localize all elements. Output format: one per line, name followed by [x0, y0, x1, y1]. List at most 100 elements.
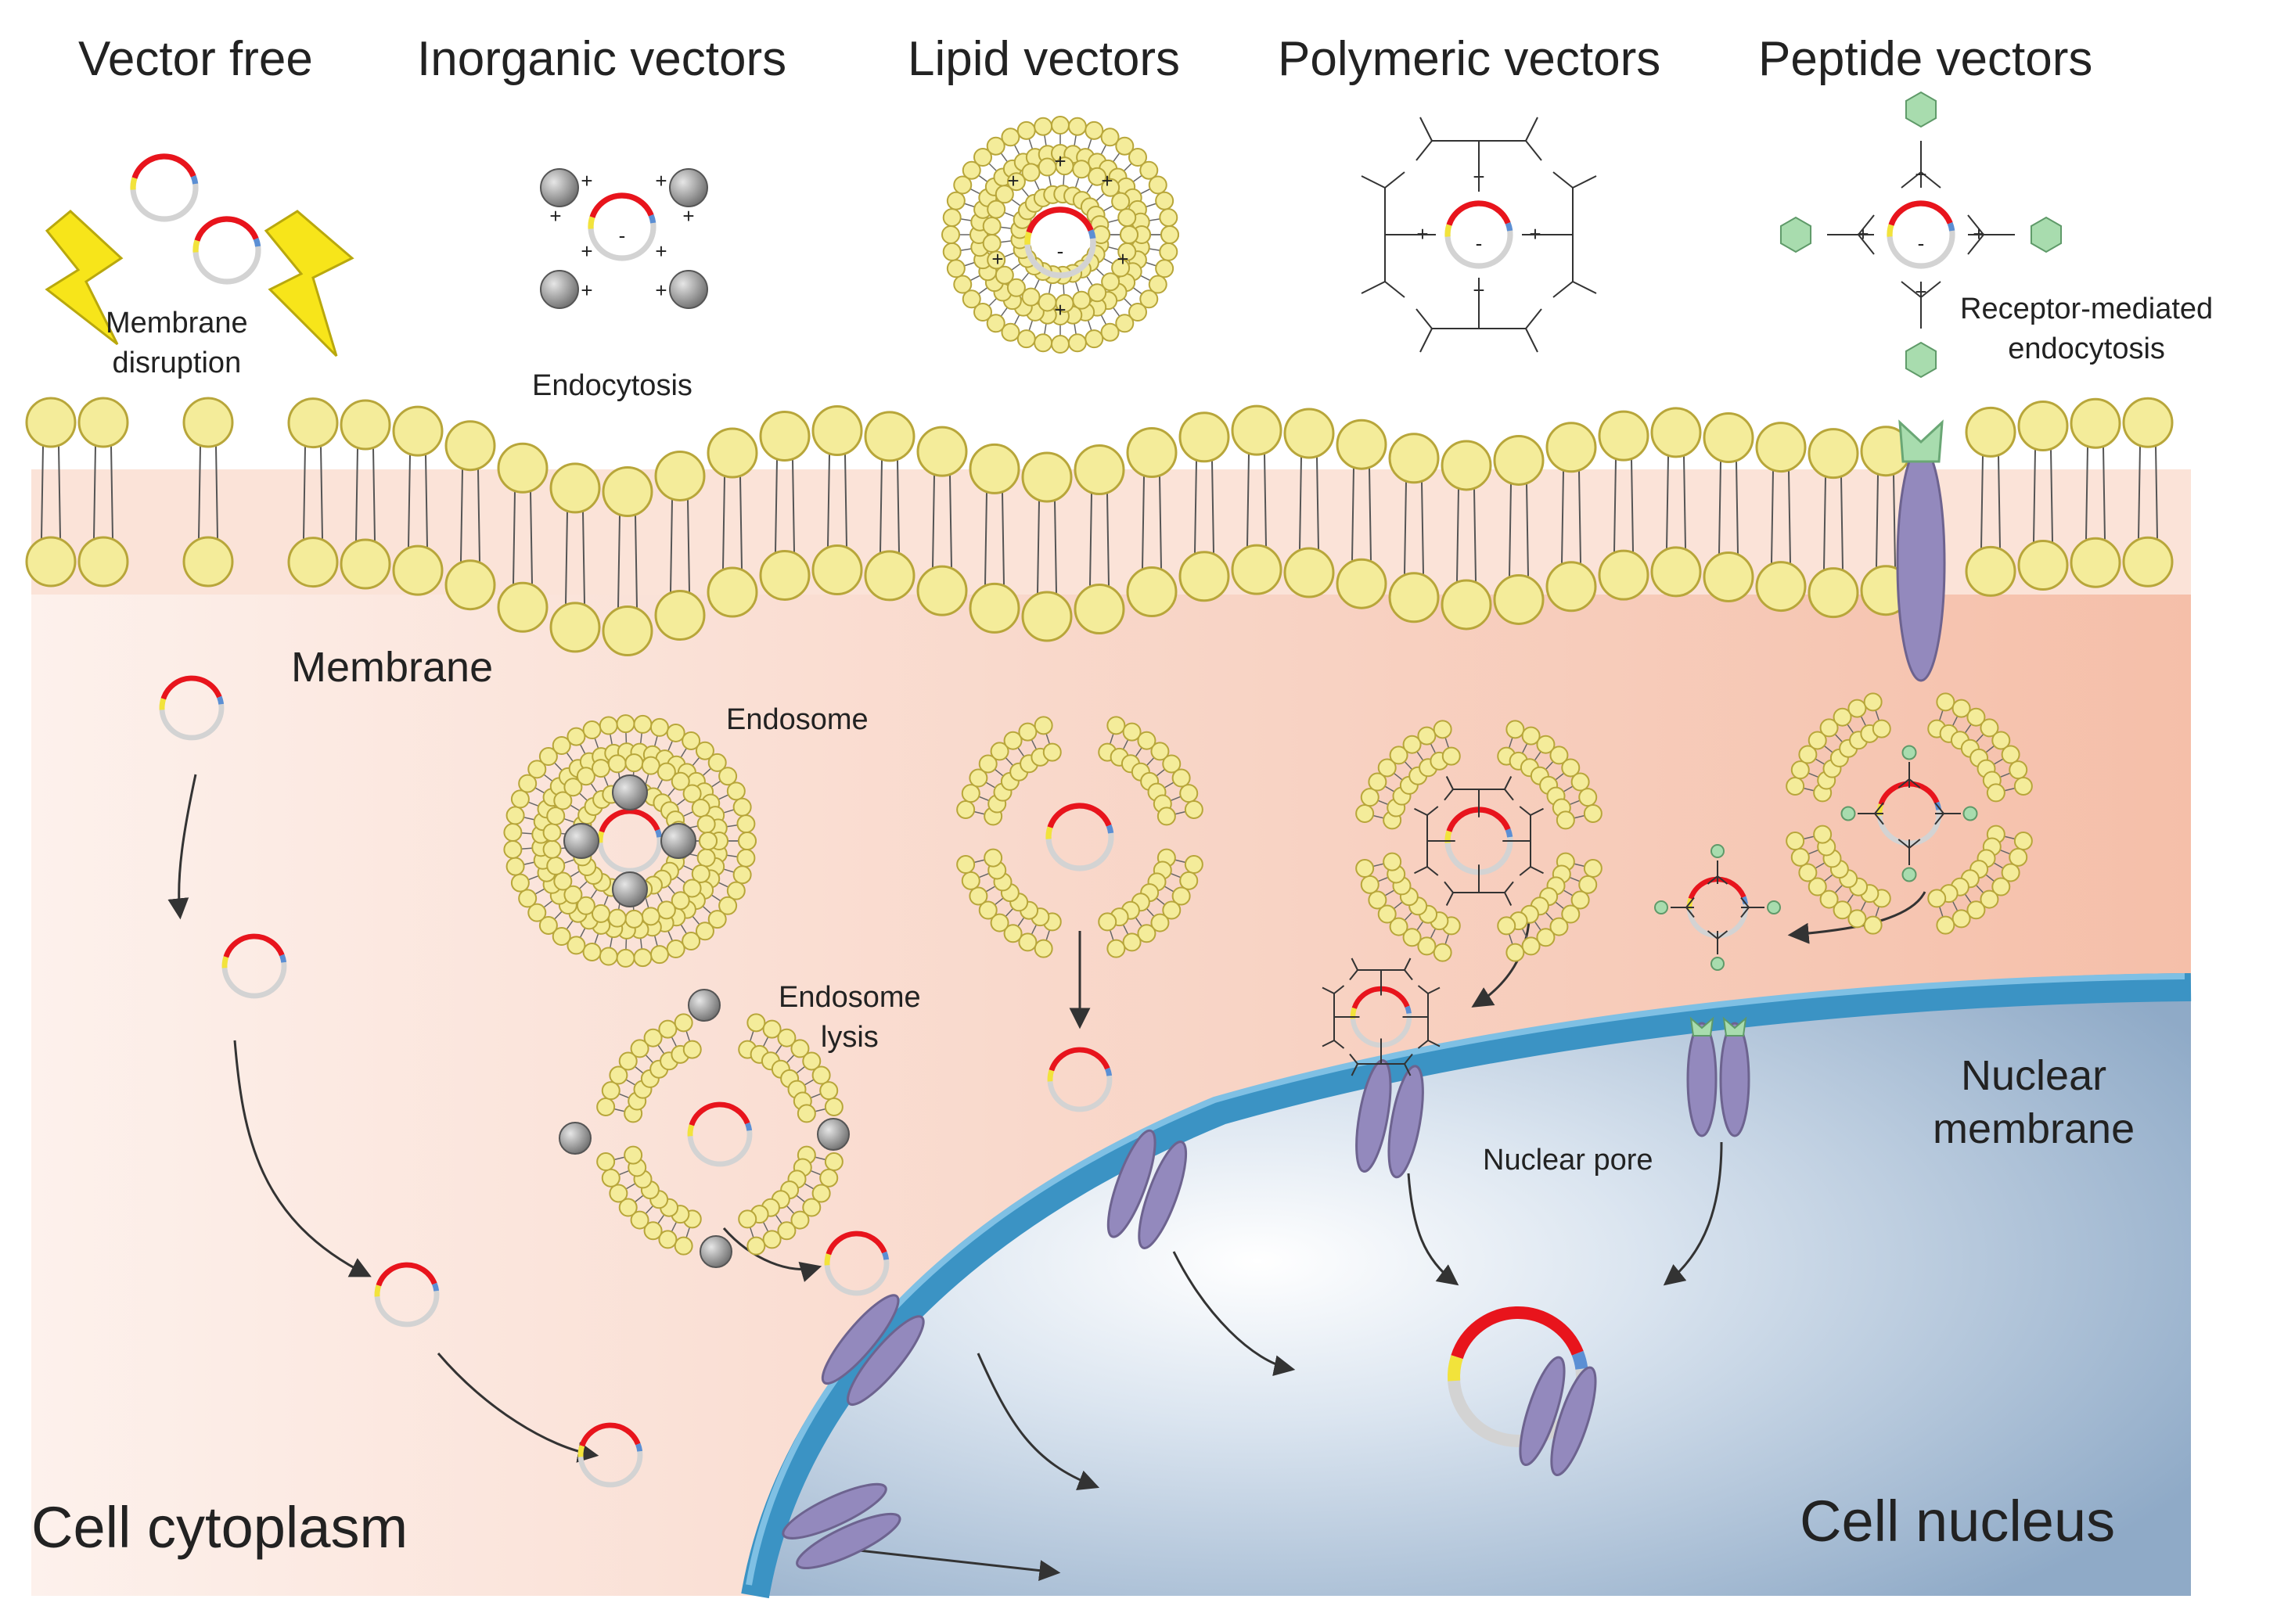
- pore-subunit: [1550, 1366, 1597, 1476]
- nanoparticle: [700, 1235, 732, 1268]
- lipid-head: [1389, 917, 1408, 936]
- peptide-arm: [1685, 907, 1695, 918]
- header-vector-free: Vector free: [78, 32, 313, 86]
- pore-subunit: [847, 1315, 925, 1406]
- plasmid-promoter: [1350, 1007, 1357, 1019]
- pore-subunit: [782, 1482, 887, 1540]
- lipid-tail: [617, 515, 621, 608]
- lipid-head: [1001, 128, 1020, 147]
- plasmid-promoter: [1448, 1355, 1463, 1381]
- pore-subunit: [1719, 1022, 1750, 1137]
- lipid-head: [1368, 772, 1387, 792]
- lipid-tail: [477, 469, 480, 562]
- lipid-tail: [215, 445, 218, 539]
- pore-subunit: [1106, 1129, 1156, 1238]
- lipid-head: [1115, 136, 1135, 156]
- pore-subunit: [1138, 1141, 1188, 1249]
- lipid-tail: [355, 448, 358, 541]
- lipid-head: [707, 753, 727, 772]
- lipid-head: [1433, 720, 1452, 739]
- lipid-tail: [2050, 449, 2053, 542]
- lipid-head: [864, 550, 915, 602]
- lipid-tail: [1561, 470, 1564, 563]
- plasmid-marker: [882, 1251, 890, 1260]
- lipid-head: [567, 727, 586, 746]
- polymer-arm: [1414, 866, 1428, 875]
- polymer-arm: [1427, 986, 1441, 994]
- lipid-head: [682, 1040, 702, 1059]
- lipid-head: [691, 864, 710, 883]
- lipid-tail: [670, 499, 673, 592]
- lipid-tail: [1666, 455, 1669, 548]
- lipid-tail: [41, 445, 44, 539]
- lipid-head: [553, 791, 573, 810]
- lipid-head: [973, 302, 993, 322]
- polymer-arm: [1572, 175, 1597, 189]
- nanoparticle: [817, 1118, 850, 1151]
- lipid-head: [1117, 208, 1137, 228]
- lipid-head: [1578, 875, 1598, 894]
- plasmid: [130, 153, 199, 222]
- lipid-head: [624, 1145, 643, 1165]
- lipid-head: [1377, 904, 1397, 924]
- lipid-head: [546, 856, 566, 875]
- lipid-head: [1808, 731, 1827, 750]
- lipid-head: [1139, 160, 1159, 180]
- lipid-head: [1703, 551, 1754, 602]
- endosome-group: [503, 116, 2033, 1256]
- plasmid-gene: [1049, 1047, 1110, 1072]
- plasmid-gene: [1888, 200, 1953, 226]
- peptide-ligand: [1710, 957, 1725, 971]
- lipid-head: [601, 1081, 621, 1101]
- lipid-head: [630, 1039, 649, 1058]
- lipid-tail: [1718, 461, 1721, 554]
- plasmid: [1047, 1047, 1113, 1112]
- lipid-head: [1703, 411, 1754, 463]
- pore-subunit: [796, 1512, 901, 1569]
- lipid-tail: [460, 469, 463, 562]
- lipid-tail: [1788, 470, 1791, 563]
- peptide-arm: [1717, 930, 1728, 940]
- polymer-arm: [1384, 281, 1405, 298]
- receptor-cap: [1722, 1016, 1747, 1037]
- lipid-head: [1098, 912, 1117, 932]
- lipid-head: [2017, 401, 2069, 452]
- plasmid-gene: [689, 1101, 750, 1126]
- polymer-branch: [1322, 958, 1441, 1076]
- lipid-head: [1991, 877, 2011, 896]
- lipid-tail: [984, 492, 987, 585]
- lipid-head: [811, 1065, 831, 1085]
- lipid-head: [2013, 832, 2033, 851]
- plasmid-promoter: [1876, 803, 1884, 816]
- peptide-group: [1654, 91, 2063, 971]
- charge-sign: -: [1476, 232, 1483, 255]
- charge-sign: -: [1918, 232, 1925, 255]
- lipid-head: [995, 185, 1014, 204]
- lipid-head: [2017, 540, 2069, 591]
- polymer-arm: [1351, 958, 1358, 971]
- peptide-complex: [1671, 861, 1764, 954]
- lipid-head: [658, 1230, 678, 1249]
- plasmid-gene: [131, 153, 196, 179]
- pore-subunit: [821, 1294, 900, 1385]
- lipid-head: [1556, 810, 1575, 830]
- lipid-head: [956, 855, 976, 875]
- lipid-head: [671, 891, 690, 911]
- lipid-head: [1003, 731, 1023, 750]
- nuclear-pore: [1686, 1016, 1750, 1137]
- lipid-head: [654, 589, 706, 641]
- lipid-head: [518, 774, 538, 793]
- lipid-head: [864, 411, 915, 462]
- lipid-head: [1067, 333, 1087, 353]
- plasmid-promoter: [1047, 1069, 1055, 1082]
- lipid-head: [1545, 422, 1597, 473]
- lipid-head: [682, 731, 701, 750]
- plasmid-gene: [1878, 781, 1940, 806]
- peptide-arm: [1901, 281, 1922, 298]
- lipid-head: [674, 1013, 693, 1033]
- polymer-arm: [1404, 969, 1413, 981]
- polymer-arm: [1427, 1040, 1441, 1047]
- lipid-head: [666, 723, 685, 742]
- polymer-arm: [1361, 281, 1386, 294]
- lipid-tail: [1246, 454, 1250, 547]
